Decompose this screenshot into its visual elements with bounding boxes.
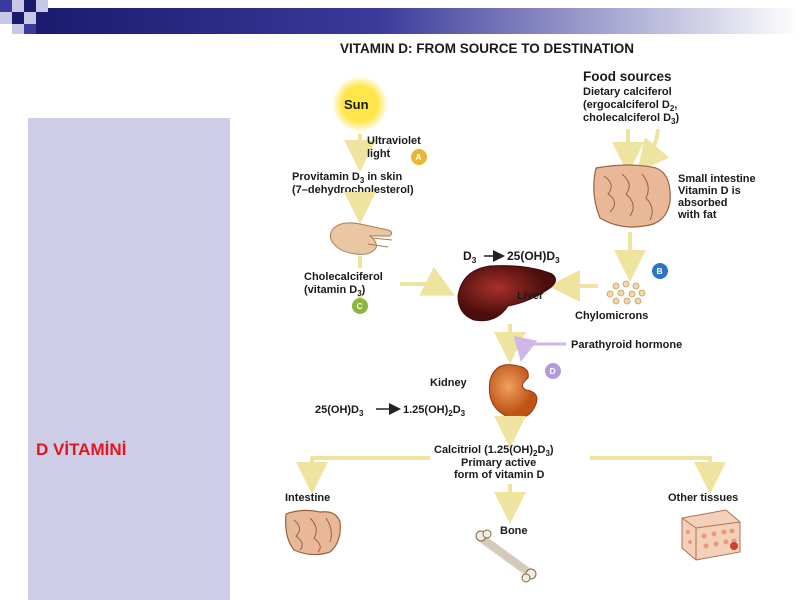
calcitriol-line3: form of vitamin D — [454, 469, 545, 481]
arrow-parathyroid-to-kidney — [513, 335, 566, 362]
svg-text:C: C — [357, 301, 363, 311]
kidney-reaction-substrate: 25(OH)D3 — [315, 404, 364, 418]
parathyroid-label: Parathyroid hormone — [571, 339, 682, 351]
target-bone-label: Bone — [500, 525, 528, 537]
badge-d: D — [545, 363, 561, 379]
bone-icon — [475, 529, 537, 583]
diagram-title: VITAMIN D: FROM SOURCE TO DESTINATION — [340, 41, 634, 56]
target-other-tissues-label: Other tissues — [668, 492, 738, 504]
sun-label: Sun — [344, 97, 369, 112]
kidney-icon — [488, 364, 538, 419]
provitamin-label-line2: (7–dehydrocholesterol) — [292, 184, 414, 196]
calcitriol-line2: Primary active — [461, 457, 536, 469]
vitamin-d-diagram: VITAMIN D: FROM SOURCE TO DESTINATION Su… — [285, 41, 756, 583]
header-decoration — [0, 0, 800, 34]
badge-c: C — [352, 298, 368, 314]
liver-label: Liver — [517, 290, 544, 302]
arrow-to-other-tissues — [590, 456, 726, 494]
svg-text:B: B — [657, 266, 663, 276]
tissue-icon — [681, 509, 741, 561]
arrow-cholecalciferol-to-liver — [400, 266, 456, 296]
liver-reaction: D3 — [463, 249, 477, 265]
slide-title: D VİTAMİNİ — [36, 440, 127, 459]
liver-reaction-product: 25(OH)D3 — [507, 249, 560, 265]
food-sources-line2: (ergocalciferol D2, — [583, 99, 677, 113]
chylomicrons-icon — [606, 280, 646, 305]
food-sources-title: Food sources — [583, 69, 672, 84]
chylomicrons-label: Chylomicrons — [575, 310, 648, 322]
uv-label-line2: light — [367, 148, 391, 160]
cholecalciferol-label-line2: (vitamin D3) — [304, 284, 366, 298]
food-sources-line1: Dietary calciferol — [583, 86, 672, 98]
hand-icon — [329, 222, 393, 255]
left-panel: D VİTAMİNİ — [28, 118, 230, 600]
calcitriol-line1: Calcitriol (1.25(OH)2D3) — [434, 444, 554, 458]
arrow-to-intestine — [296, 456, 430, 494]
kidney-reaction-product: 1.25(OH)2D3 — [403, 404, 466, 418]
small-intestine-line3: absorbed — [678, 197, 728, 209]
food-sources-line3: cholecalciferol D3) — [583, 112, 680, 126]
badge-b: B — [652, 263, 668, 279]
uv-label-line1: Ultraviolet — [367, 135, 421, 147]
small-intestine-line4: with fat — [677, 209, 717, 221]
svg-text:D: D — [550, 366, 556, 376]
liver-icon — [457, 265, 556, 322]
small-intestine-icon — [593, 164, 671, 228]
badge-a: A — [411, 149, 427, 165]
small-intestine-line1: Small intestine — [678, 173, 756, 185]
svg-text:A: A — [416, 152, 422, 162]
arrow-food-to-intestine-2 — [636, 128, 670, 173]
kidney-label: Kidney — [430, 377, 468, 389]
provitamin-label-line1: Provitamin D3 in skin — [292, 171, 402, 185]
small-intestine-line2: Vitamin D is — [678, 185, 741, 197]
sun-icon: Sun — [332, 76, 388, 132]
target-intestine-label: Intestine — [285, 492, 330, 504]
cholecalciferol-label-line1: Cholecalciferol — [304, 271, 383, 283]
intestine-icon — [285, 509, 341, 556]
header-bar — [0, 0, 800, 34]
